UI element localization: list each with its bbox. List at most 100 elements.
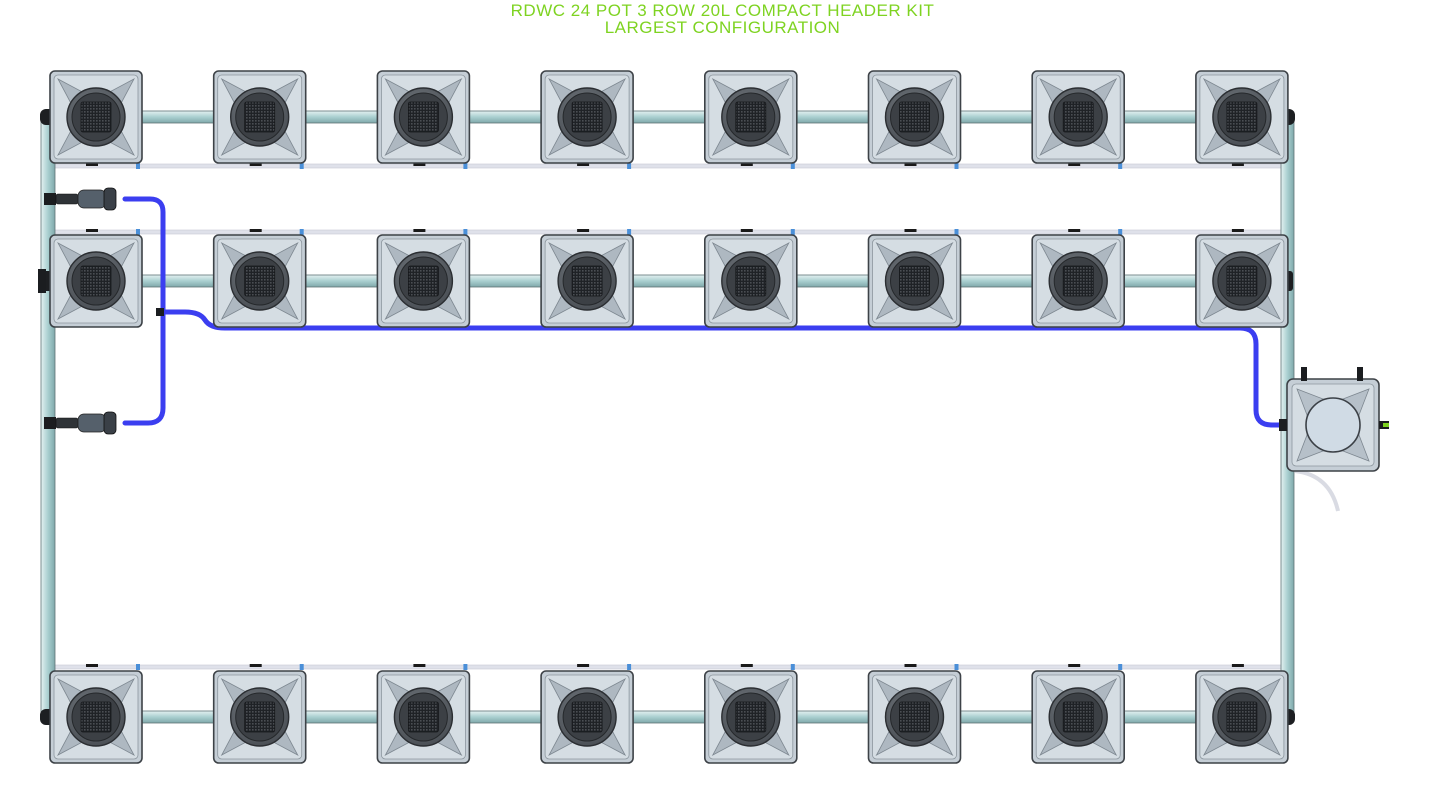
pot-r1-c2 — [212, 70, 307, 164]
pot-r2-c2 — [212, 234, 307, 328]
air-line-connector — [299, 229, 304, 235]
pot-r2-c6 — [867, 234, 962, 328]
pot-r3-c7 — [1031, 670, 1125, 764]
pot-r3-c8 — [1195, 670, 1289, 764]
fitting-layer — [38, 187, 164, 435]
overflow-line — [1294, 469, 1340, 512]
net-pot-mesh — [407, 701, 439, 733]
pot-r1-c7 — [1031, 70, 1125, 164]
air-stone-clip — [577, 229, 590, 232]
air-line-connector — [463, 163, 468, 169]
pot-r2-c1 — [49, 234, 143, 328]
pot-layer — [49, 70, 1289, 764]
controller-clip-1 — [1301, 367, 1307, 381]
air-line-connector — [954, 664, 959, 670]
air-stone-clip — [1231, 664, 1244, 667]
air-stone-clip — [904, 664, 917, 667]
air-line-connector — [790, 664, 795, 670]
air-stone-clip — [86, 163, 98, 166]
air-line-connector — [627, 664, 632, 670]
pump-head — [103, 187, 117, 211]
pot-r3-c2 — [212, 670, 307, 764]
pot-r1-c8 — [1195, 70, 1289, 164]
pot-r1-c5 — [703, 70, 798, 164]
air-stone-clip — [577, 664, 590, 667]
net-pot-mesh — [1062, 701, 1094, 733]
air-line-connector — [1118, 664, 1123, 670]
pipe-layer — [40, 109, 1295, 725]
air-line-connector — [299, 664, 304, 670]
pot-r2-c3 — [376, 234, 471, 328]
air-stone-clip — [86, 664, 98, 667]
air-line-connector — [954, 163, 959, 169]
pot-r3-c5 — [703, 670, 798, 764]
air-line-connector — [627, 229, 632, 235]
net-pot-mesh — [571, 701, 603, 733]
pump-motor — [77, 189, 107, 209]
air-stone-clip — [249, 664, 262, 667]
hose-connector — [156, 308, 164, 316]
pump-fitting-lower — [44, 411, 117, 435]
net-pot-mesh — [244, 101, 276, 133]
pot-r2-c8 — [1195, 234, 1289, 328]
net-pot-mesh — [571, 265, 603, 297]
pump-motor — [77, 413, 107, 433]
net-pot-mesh — [80, 701, 112, 733]
pump-fitting-upper — [44, 187, 117, 211]
pot-r3-c6 — [867, 670, 962, 764]
pot-r3-c1 — [49, 670, 143, 764]
air-stone-clip — [904, 229, 917, 232]
air-line-connector — [463, 664, 468, 670]
air-stone-clip — [1068, 664, 1081, 667]
diagram-title: RDWC 24 POT 3 ROW 20L COMPACT HEADER KIT… — [0, 2, 1445, 36]
controller-bucket — [1279, 367, 1389, 512]
left-valve — [38, 269, 46, 293]
pot-r3-c4 — [540, 670, 634, 764]
pot-r2-c5 — [703, 234, 798, 328]
pot-r1-c3 — [376, 70, 471, 164]
net-pot-mesh — [1226, 701, 1258, 733]
return-hose-main — [157, 309, 1291, 428]
air-line-row-1 — [47, 163, 1289, 169]
air-stone-clip — [1231, 163, 1244, 166]
title-line-2: LARGEST CONFIGURATION — [604, 18, 841, 37]
net-pot-mesh — [1062, 101, 1094, 133]
controller-layer — [1279, 367, 1389, 512]
pot-r1-c4 — [540, 70, 634, 164]
net-pot-mesh — [735, 265, 767, 297]
air-stone-clip — [413, 163, 426, 166]
air-line-connector — [299, 163, 304, 169]
air-line-connector — [136, 229, 140, 235]
air-stone-clip — [1231, 229, 1244, 232]
controller-lid — [1305, 397, 1361, 453]
air-stone-clip — [577, 163, 590, 166]
air-line-row-2 — [47, 229, 1289, 235]
net-pot-mesh — [80, 101, 112, 133]
pump-coupler — [44, 193, 56, 205]
pump-coupler — [44, 417, 56, 429]
air-stone-clip — [740, 163, 753, 166]
air-stone-clip — [249, 229, 262, 232]
air-stone-clip — [1068, 163, 1081, 166]
air-stone-clip — [740, 664, 753, 667]
air-stone-clip — [740, 229, 753, 232]
air-line-connector — [1118, 229, 1123, 235]
net-pot-mesh — [899, 701, 930, 733]
pot-r1-c6 — [867, 70, 962, 164]
air-line-connector — [136, 163, 140, 169]
air-stone-clip — [1068, 229, 1081, 232]
pump-body — [55, 193, 79, 205]
air-stone-clip — [249, 163, 262, 166]
air-line-connector — [136, 664, 140, 670]
net-pot-mesh — [80, 265, 112, 297]
net-pot-mesh — [1062, 265, 1094, 297]
air-line-row-3 — [47, 664, 1289, 670]
title-line-1: RDWC 24 POT 3 ROW 20L COMPACT HEADER KIT — [510, 1, 935, 20]
air-stone-clip — [413, 664, 426, 667]
pump-body — [55, 417, 79, 429]
air-line-connector — [627, 163, 632, 169]
pot-r2-c7 — [1031, 234, 1125, 328]
net-pot-mesh — [407, 101, 439, 133]
air-line-connector — [954, 229, 959, 235]
